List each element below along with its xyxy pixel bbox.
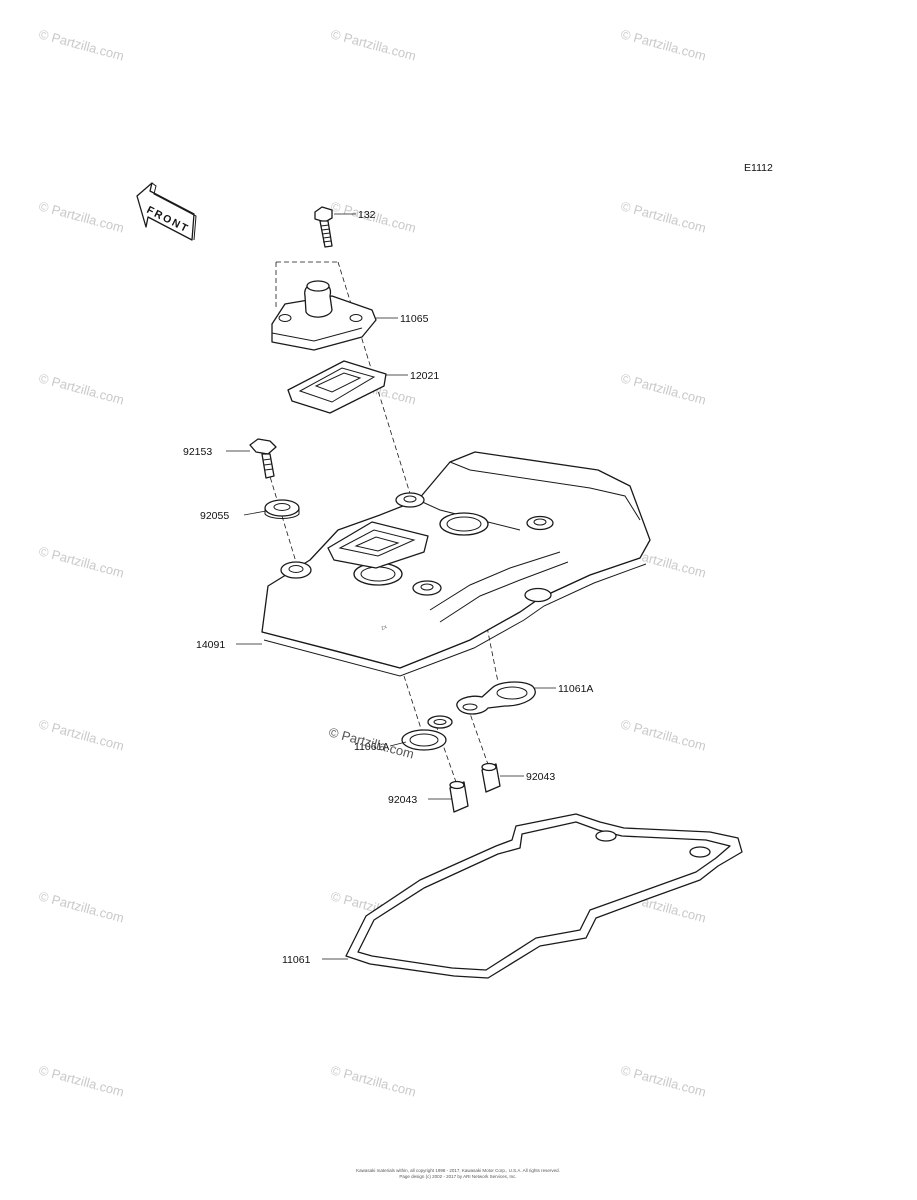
callout-11061A-right: 11061A [558, 683, 593, 695]
gasket-11061 [345, 813, 743, 979]
watermark: © Partzilla.com [619, 26, 708, 63]
watermark: © Partzilla.com [619, 1062, 708, 1099]
seal-11061A-right [456, 681, 536, 715]
callout-92055: 92055 [200, 510, 229, 522]
front-arrow-icon: FRONT [136, 182, 197, 241]
watermark: © Partzilla.com [327, 724, 416, 761]
watermark: © Partzilla.com [619, 370, 708, 407]
watermark: © Partzilla.com [37, 716, 126, 753]
breather-cover-11065 [271, 280, 377, 351]
callouts: 132 11065 12021 92153 92055 14091 11061A… [183, 209, 593, 966]
callout-92043-right: 92043 [526, 771, 555, 783]
dowel-92043-left [449, 780, 469, 813]
gasket-12021 [287, 360, 387, 414]
footer-copyright: Kawasaki materials within, all copyright… [356, 1168, 560, 1173]
callout-92153: 92153 [183, 446, 212, 458]
bolt-92153 [249, 438, 277, 479]
seal-11061A-left [401, 715, 453, 751]
callout-14091: 14091 [196, 639, 225, 651]
callout-132: 132 [358, 209, 376, 221]
callout-11065: 11065 [400, 313, 429, 325]
watermark: © Partzilla.com [329, 1062, 418, 1099]
callout-12021: 12021 [410, 370, 439, 382]
watermark: © Partzilla.com [37, 888, 126, 925]
callout-11061: 11061 [282, 954, 311, 966]
leader-lines [226, 213, 556, 960]
callout-92043-left: 92043 [388, 794, 417, 806]
watermark: © Partzilla.com [329, 26, 418, 63]
watermark: © Partzilla.com [37, 198, 126, 235]
watermark: © Partzilla.com [37, 370, 126, 407]
watermark: © Partzilla.com [619, 716, 708, 753]
watermark: © Partzilla.com [37, 26, 126, 63]
callout-11061A-left: 11061A [354, 741, 389, 753]
bolt-132 [314, 206, 333, 248]
dowel-92043-right [481, 762, 501, 793]
diagram-code: E1112 [744, 162, 773, 174]
footer-page-design: Page design (c) 2002 - 2017 by ARI Netwo… [399, 1174, 516, 1179]
head-cover-14091: ZX [261, 451, 651, 677]
svg-text:ZX: ZX [381, 624, 388, 631]
watermark: © Partzilla.com [37, 1062, 126, 1099]
washer-92055 [264, 499, 300, 519]
watermark: © Partzilla.com [619, 198, 708, 235]
watermark: © Partzilla.com [37, 543, 126, 580]
